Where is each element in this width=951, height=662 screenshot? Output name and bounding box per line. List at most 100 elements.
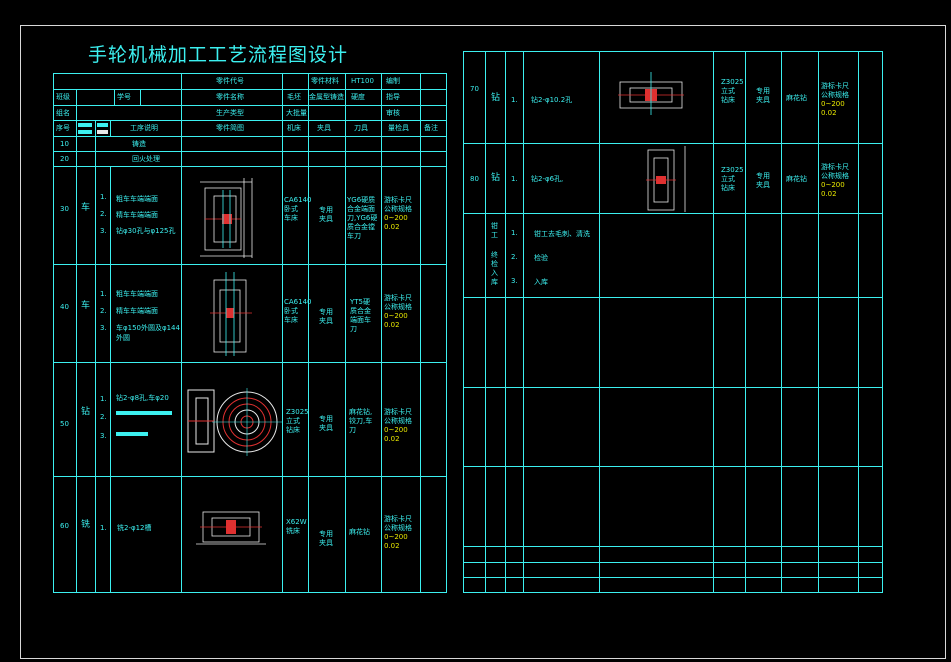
row60-gauge1: 游标卡尺 — [384, 515, 412, 523]
sketch-op60 — [196, 511, 266, 545]
row70-step1: 1. — [511, 96, 518, 104]
drawing-title: 手轮机械加工工艺流程图设计 — [88, 44, 349, 66]
hdr-hardness: 硬度 — [351, 93, 365, 101]
row50-gauge4: 0.02 — [384, 435, 400, 443]
row60-text1: 铣2-φ12槽 — [117, 524, 152, 532]
row40-tool3: 端面车 — [350, 316, 371, 324]
row70-machine3: 钻床 — [721, 96, 735, 104]
hdr-fixture: 夹具 — [317, 124, 331, 132]
row70-machine2: 立式 — [721, 87, 735, 95]
row30-op: 车 — [81, 203, 91, 213]
hdr-tool: 刀具 — [354, 124, 368, 132]
row40-gauge1: 游标卡尺 — [384, 294, 412, 302]
row30-fixture2: 夹具 — [319, 215, 333, 223]
row90-text2: 检验 — [534, 254, 548, 262]
hdr-part-code: 零件代号 — [216, 77, 244, 85]
hdr-compiled: 编制 — [386, 77, 400, 85]
row50-tool1: 麻花钻, — [349, 408, 373, 416]
row90-op5: 检 — [491, 260, 498, 268]
row30-step3: 3. — [100, 227, 107, 235]
row10-desc: 铸造 — [132, 140, 146, 148]
hdr-process-desc: 工序说明 — [130, 124, 158, 132]
row40-gauge2: 公称规格 — [384, 303, 412, 311]
row50-tool2: 铰刀,车 — [349, 417, 373, 425]
row90-op6: 入 — [491, 269, 498, 277]
row30-tool2: 合金端面 — [347, 205, 375, 213]
hdr-remark: 备注 — [424, 124, 438, 132]
row30-fixture1: 专用 — [319, 206, 333, 214]
hdr-blank-label: 毛坯 — [287, 93, 301, 101]
row30-tool5: 车刀 — [347, 232, 361, 240]
row40-seq: 40 — [60, 303, 69, 311]
row80-machine3: 钻床 — [721, 184, 735, 192]
hdr-group: 组名 — [56, 109, 70, 117]
row50-fixture2: 夹具 — [319, 424, 333, 432]
row60-fixture1: 专用 — [319, 530, 333, 538]
row50-gauge3: 0~200 — [384, 426, 408, 434]
row40-text2: 精车车端端面 — [116, 307, 158, 315]
row50-step1: 1. — [100, 395, 107, 403]
row40-tool2: 质合金 — [350, 307, 371, 315]
row40-gauge4: 0.02 — [384, 321, 400, 329]
row80-gauge1: 游标卡尺 — [821, 163, 849, 171]
row90-text3: 入库 — [534, 278, 548, 286]
hdr-part-name: 零件名称 — [216, 93, 244, 101]
hdr-blank-value: 金属型铸造 — [309, 93, 344, 101]
row80-fixture2: 夹具 — [756, 181, 770, 189]
header-marker — [97, 123, 108, 127]
row90-op1: 钳 — [491, 222, 498, 230]
row20-seq: 20 — [60, 155, 69, 163]
row70-gauge3: 0~200 — [821, 100, 845, 108]
row60-seq: 60 — [60, 522, 69, 530]
row90-op4: 终 — [491, 251, 498, 259]
row30-step2: 2. — [100, 210, 107, 218]
row40-op: 车 — [81, 301, 91, 311]
row30-gauge2: 公称规格 — [384, 205, 412, 213]
row50-gauge2: 公称规格 — [384, 417, 412, 425]
sketch-op30 — [200, 178, 253, 258]
hdr-material-value: HT100 — [351, 77, 374, 85]
row60-gauge4: 0.02 — [384, 542, 400, 550]
row40-fixture1: 专用 — [319, 308, 333, 316]
sketch-op80 — [646, 146, 686, 212]
row40-text1: 粗车车端端面 — [116, 290, 158, 298]
header-marker — [78, 123, 92, 127]
row80-step1: 1. — [511, 175, 518, 183]
row40-text3: 车φ150外圆及φ144 — [116, 324, 180, 332]
header-marker — [97, 130, 108, 134]
row90-op2: 工 — [491, 231, 498, 239]
row50-text1: 钻2-φ8孔,车φ20 — [116, 394, 169, 402]
row50-fixture1: 专用 — [319, 415, 333, 423]
row40-text4: 外圆 — [116, 334, 130, 342]
row30-machine1: CA6140 — [284, 196, 312, 204]
row50-seq: 50 — [60, 420, 69, 428]
row40-fixture2: 夹具 — [319, 317, 333, 325]
row70-gauge2: 公称规格 — [821, 91, 849, 99]
row40-tool1: YT5硬 — [350, 298, 371, 306]
row30-text1: 粗车车端端面 — [116, 195, 158, 203]
drawing-frame — [20, 25, 946, 659]
row90-step3: 3. — [511, 277, 518, 285]
row50-machine1: Z3025 — [286, 408, 309, 416]
row50-gauge1: 游标卡尺 — [384, 408, 412, 416]
row40-step2: 2. — [100, 307, 107, 315]
row40-step1: 1. — [100, 290, 107, 298]
row40-step3: 3. — [100, 324, 107, 332]
row80-fixture1: 专用 — [756, 172, 770, 180]
row60-gauge3: 0~200 — [384, 533, 408, 541]
row90-step2: 2. — [511, 253, 518, 261]
row70-machine1: Z3025 — [721, 78, 744, 86]
row90-op7: 库 — [491, 278, 498, 286]
row70-fixture1: 专用 — [756, 87, 770, 95]
row80-gauge3: 0~200 — [821, 181, 845, 189]
row40-machine3: 车床 — [284, 316, 298, 324]
row80-machine1: Z3025 — [721, 166, 744, 174]
row70-tool1: 麻花钻 — [786, 94, 807, 102]
row60-machine1: X62W — [286, 518, 307, 526]
row70-seq: 70 — [470, 85, 479, 93]
hdr-part-material: 零件材料 — [311, 77, 339, 85]
row40-machine2: 卧式 — [284, 307, 298, 315]
hdr-seq: 序号 — [56, 124, 70, 132]
row60-op: 铣 — [81, 520, 91, 530]
row70-gauge1: 游标卡尺 — [821, 82, 849, 90]
